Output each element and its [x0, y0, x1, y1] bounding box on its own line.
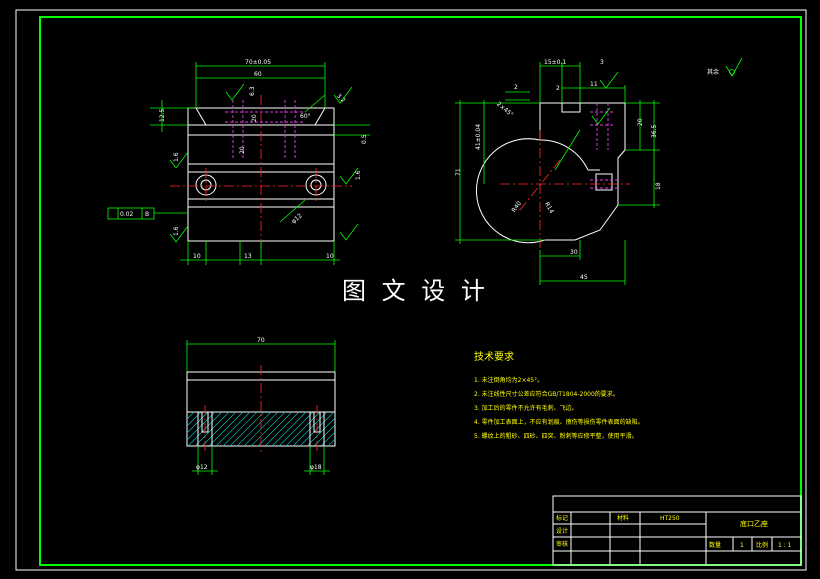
- watermark-text: 图 文 设 计: [342, 277, 489, 305]
- dim-70-bottom: 70: [257, 337, 265, 344]
- outer-border: [15, 9, 807, 571]
- tb-row1: 标记: [556, 514, 568, 522]
- tech-item-1: 1. 未注倒角均为2×45°。: [474, 376, 543, 384]
- hatch-line: [236, 411, 272, 447]
- hatch-line: [208, 411, 244, 447]
- tech-requirements: 技术要求 1. 未注倒角均为2×45°。 2. 未注线性尺寸公差应符合GB/T1…: [474, 350, 644, 440]
- dim-41: 41±0.04: [475, 124, 482, 150]
- roughness-1: 6.3: [249, 86, 256, 96]
- tb-scale: 1 : 1: [778, 542, 792, 549]
- tb-material: HT250: [660, 515, 680, 522]
- hatch-line: [257, 411, 293, 447]
- hatch-line: [229, 411, 265, 447]
- dim-r40: R40: [511, 200, 524, 214]
- dim-2b: 2: [556, 85, 560, 92]
- dim-r14: R14: [543, 201, 555, 215]
- dim-bottom-b: 13: [244, 253, 252, 260]
- hatch-line: [306, 417, 336, 447]
- front-view-dim-text: 70±0.05 60 12.5 0.5 0.02 B 10 13 10 20 2…: [120, 59, 368, 260]
- hatch-line: [222, 411, 258, 447]
- hatch-line: [201, 411, 237, 447]
- dim-11: 11: [590, 81, 598, 88]
- tech-item-2: 2. 未注线性尺寸公差应符合GB/T1804-2000的要求。: [474, 390, 619, 398]
- dim-hole-left: φ12: [196, 464, 208, 471]
- side-view: [455, 62, 660, 285]
- tolerance-datum: B: [145, 211, 149, 218]
- dim-36-5: 36.5: [651, 124, 658, 138]
- dim-0-5: 0.5: [361, 134, 368, 144]
- hatch-line: [327, 438, 336, 447]
- dim-h2: 20: [239, 146, 246, 154]
- hatch-lines: [186, 411, 336, 447]
- tech-title: 技术要求: [474, 350, 514, 363]
- roughness-other-label: 其余: [707, 68, 719, 76]
- dim-45: 45: [580, 274, 588, 281]
- dim-angle: 60°: [300, 113, 311, 120]
- dim-15: 15±0.1: [544, 59, 566, 66]
- bottom-view-dim-text: 70 φ12 φ18: [196, 337, 322, 471]
- hatch-line: [186, 411, 195, 420]
- hatch-line: [264, 411, 300, 447]
- tb-scale-label: 比例: [756, 541, 768, 549]
- title-block: 标记 设计 审核 材料 HT250 底口乙座 数量 1 比例 1 : 1: [552, 495, 802, 566]
- dim-2a: 2: [514, 84, 518, 91]
- dim-hole-right: φ18: [310, 464, 322, 471]
- dim-30: 30: [570, 249, 578, 256]
- roughness-5: 1.6: [173, 226, 180, 236]
- tb-qty-label: 数量: [709, 541, 721, 549]
- hatch-line: [278, 411, 314, 447]
- tb-qty: 1: [740, 542, 744, 549]
- dim-60: 60: [254, 71, 262, 78]
- hatch-line: [271, 411, 307, 447]
- dim-18: 18: [655, 182, 662, 190]
- dim-hole: φ12: [290, 212, 304, 225]
- hatch-line: [285, 411, 321, 447]
- hatch-line: [186, 411, 216, 441]
- hatch-line: [215, 411, 251, 447]
- roughness-other-circle: [729, 69, 735, 75]
- dim-12-5: 12.5: [159, 108, 166, 122]
- roughness-other-symbol: [725, 57, 743, 77]
- hatch-line: [250, 411, 286, 447]
- dim-bottom-a: 10: [193, 253, 201, 260]
- side-view-dim-text: 15±0.1 11 2 2 3 2×45° 41±0.04 71 20 36.5…: [455, 59, 719, 281]
- hatch-line: [320, 431, 336, 447]
- roughness-2: 3.2: [335, 92, 347, 104]
- tolerance-value: 0.02: [120, 211, 134, 218]
- tb-row2: 设计: [556, 527, 568, 535]
- tb-row3: 审核: [556, 540, 568, 548]
- dim-20: 20: [637, 118, 644, 126]
- tb-material-label: 材料: [617, 514, 629, 522]
- tech-item-5: 5. 螺纹上的粗砂、四砂、四突、粉刺等应修平整，使用平滑。: [474, 432, 638, 440]
- dim-h1: 20: [251, 114, 258, 122]
- hatch-line: [186, 411, 202, 427]
- front-view: [107, 62, 370, 265]
- dim-bottom-c: 10: [326, 253, 334, 260]
- dim-71: 71: [455, 168, 462, 176]
- dim-70: 70±0.05: [245, 59, 271, 66]
- tech-item-4: 4. 零件加工表面上，不应有划痕、擦伤等损伤零件表面的缺陷。: [474, 418, 644, 426]
- inner-border: [39, 16, 802, 566]
- dim-3: 3: [600, 59, 604, 66]
- roughness-3: 1.6: [173, 152, 180, 162]
- tech-item-3: 3. 加工后的零件不允许有毛刺、飞边。: [474, 404, 578, 412]
- tb-part-name: 底口乙座: [740, 519, 768, 528]
- bottom-view: [186, 340, 336, 475]
- roughness-4: 1.6: [355, 170, 362, 180]
